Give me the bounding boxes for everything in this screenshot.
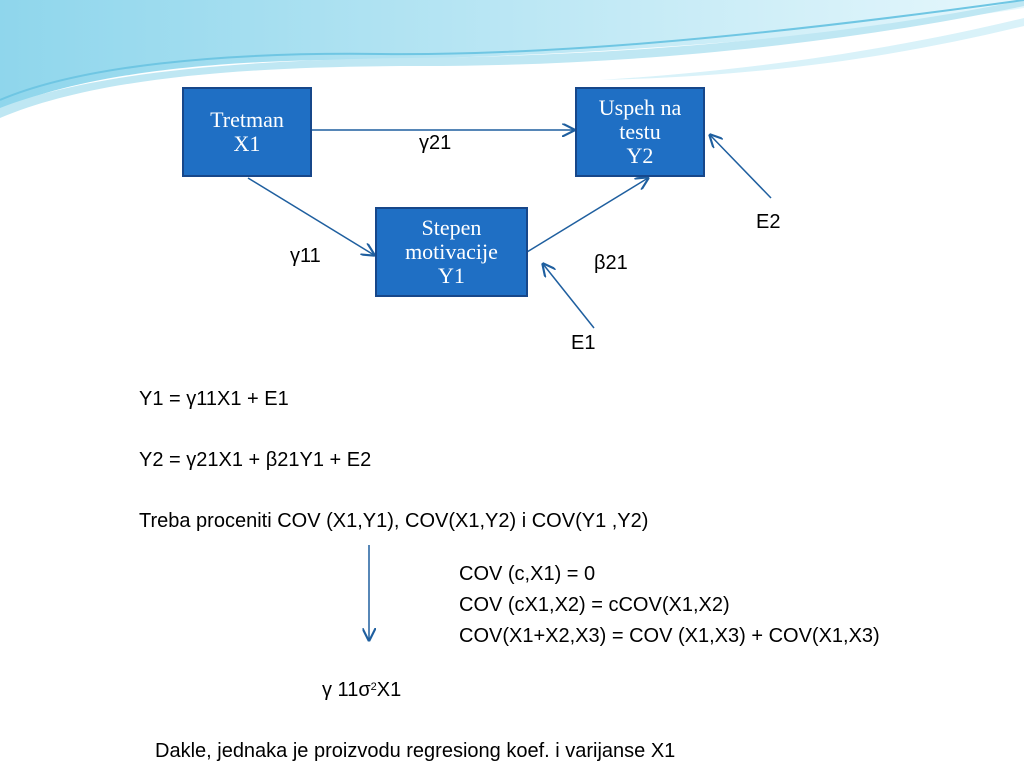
- node-y2-line-1: Uspeh na: [598, 95, 682, 120]
- rule-3: COV(X1+X2,X3) = COV (X1,X3) + COV(X1,X3): [459, 625, 880, 647]
- label-e2: E2: [756, 211, 781, 233]
- rule-1: COV (c,X1) = 0: [459, 563, 596, 585]
- label-e1: E1: [571, 332, 596, 354]
- arrow-y1-to-y2: [526, 178, 648, 253]
- label-gamma21: γ21: [419, 132, 452, 154]
- node-uspeh-y2: Uspeh na testu Y2: [575, 87, 705, 177]
- task-text: Treba proceniti COV (X1,Y1), COV(X1,Y2) …: [139, 510, 649, 532]
- result-formula: γ 11σ2X1: [322, 676, 401, 701]
- arrow-e2-to-y2: [710, 135, 772, 199]
- rule-2: COV (cX1,X2) = cCOV(X1,X2): [459, 594, 730, 616]
- node-y2-line-3: Y2: [626, 143, 654, 168]
- equation-y2: Y2 = γ21X1 + β21Y1 + E2: [139, 449, 372, 471]
- equation-y1: Y1 = γ11X1 + E1: [139, 388, 289, 410]
- arrow-e1-to-y1: [543, 264, 595, 329]
- conclusion-text: Dakle, jednaka je proizvodu regresiong k…: [155, 740, 676, 762]
- node-y1-line-2: motivacije: [405, 239, 498, 264]
- path-arrows: [247, 130, 772, 640]
- label-gamma11: γ11: [290, 245, 321, 267]
- label-beta21: β21: [594, 252, 628, 274]
- arrow-x1-to-y1: [247, 177, 374, 255]
- node-x1-line-2: X1: [233, 131, 261, 156]
- result-prefix: γ 11σ: [322, 679, 371, 701]
- node-stepen-motivacije-y1: Stepen motivacije Y1: [375, 207, 528, 297]
- node-y1-line-3: Y1: [438, 263, 465, 288]
- result-superscript: 2: [370, 681, 377, 693]
- node-y2-line-2: testu: [619, 119, 661, 144]
- result-suffix: X1: [376, 679, 402, 701]
- node-y1-line-1: Stepen: [421, 215, 482, 240]
- node-x1-line-1: Tretman: [210, 107, 284, 132]
- node-tretman-x1: Tretman X1: [182, 87, 312, 177]
